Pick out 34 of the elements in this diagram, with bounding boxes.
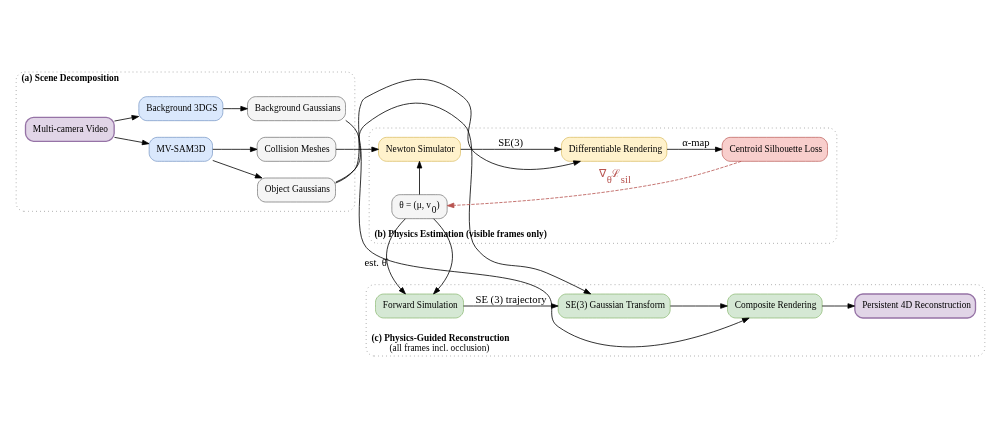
- edge-label: est. θ̂: [364, 256, 387, 268]
- arrow: [212, 146, 258, 153]
- node-box: SE(3) Gaussian Transform: [557, 293, 671, 319]
- arrow: [345, 120, 750, 348]
- node-box: Collision Meshes: [256, 137, 337, 162]
- arrow: [446, 160, 742, 209]
- edge-label: SE(3): [498, 136, 524, 148]
- node-box: MV-SAM3D: [148, 137, 213, 162]
- node-box: Differentiable Rendering: [561, 137, 668, 162]
- edge-label: α-map: [682, 136, 710, 148]
- arrow: [335, 102, 592, 295]
- arrow: [821, 303, 855, 309]
- arrow: [335, 78, 581, 184]
- node-box: Centroid Silhouette Loss: [721, 137, 828, 162]
- node-box: Object Gaussians: [257, 177, 336, 203]
- arrow: [666, 146, 723, 153]
- arrow: [114, 136, 150, 146]
- arrow: [212, 160, 263, 179]
- arrow: [114, 115, 140, 122]
- node-box: Composite Rendering: [727, 293, 823, 319]
- node-box: Multi-camera Video: [24, 116, 115, 142]
- node-box: Persistent 4D Reconstruction: [854, 293, 977, 319]
- arrow: [416, 160, 423, 195]
- arrow: [335, 146, 379, 153]
- edge-label: SE (3) trajectory: [475, 293, 547, 305]
- node-box: Background Gaussians: [247, 96, 346, 121]
- arrow: [386, 218, 453, 295]
- node-box: Forward Simulation: [375, 293, 464, 319]
- node-box: Background 3DGS: [138, 96, 224, 121]
- arrow: [222, 105, 248, 112]
- arrow: [463, 303, 559, 309]
- arrow: [669, 303, 728, 309]
- node-box: Newton Simulator: [378, 137, 461, 162]
- arrow: [460, 146, 562, 153]
